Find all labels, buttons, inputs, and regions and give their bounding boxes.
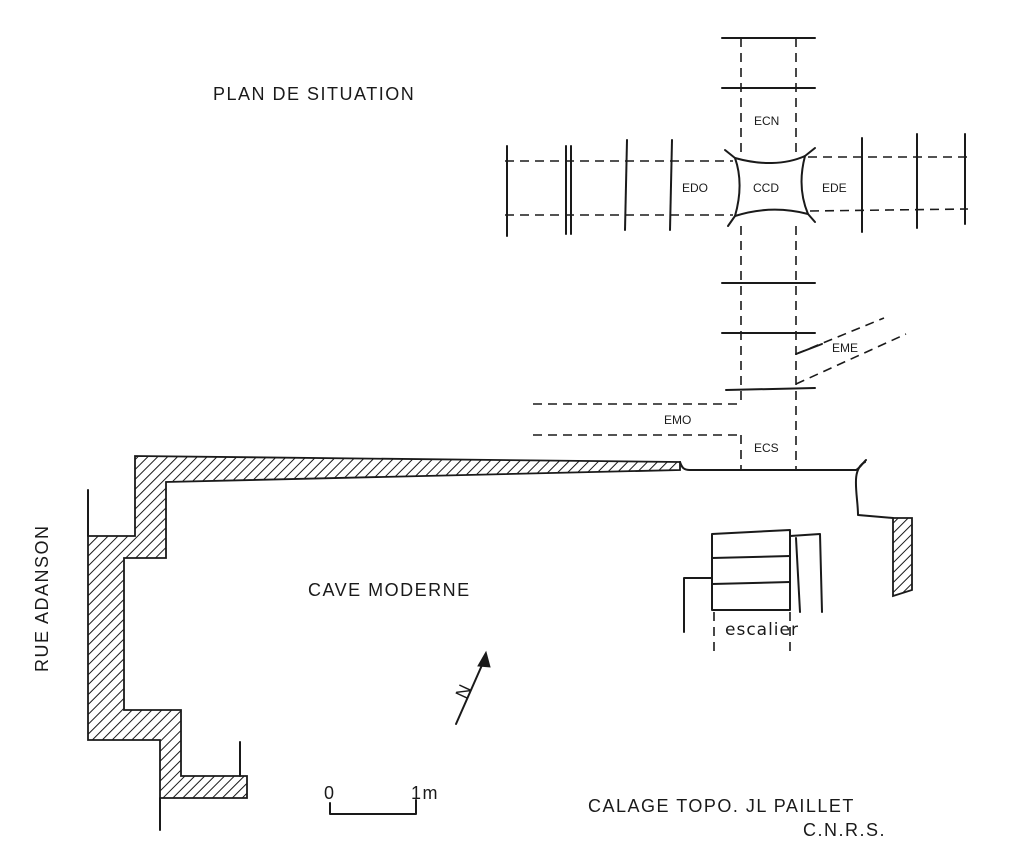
stair-label: escalier [725,620,799,640]
ccd-corner-3 [727,215,736,227]
north-arrow-letter: N [451,680,475,702]
hatched-wall-right [892,517,913,598]
zone-label-eme: EME [832,341,858,355]
excavation-south-line [679,459,867,471]
edo-cap-5 [669,139,673,231]
ccd-corner-1 [724,149,736,159]
plan-title: PLAN DE SITUATION [213,84,415,104]
credit-line-1: CALAGE TOPO. JL PAILLET [588,796,855,816]
ccd-corner-4 [807,213,816,223]
zone-label-ede: EDE [822,181,847,195]
cellar-label: CAVE MODERNE [308,580,471,600]
staircase [683,529,823,652]
eme-cap [795,343,823,355]
hatched-wall [87,455,681,799]
zone-label-edo: EDO [682,181,708,195]
credit-line-2: C.N.R.S. [803,820,886,840]
north-arrow [455,650,491,725]
ccd-corner-2 [804,147,816,157]
scale-label-zero: 0 [324,783,336,803]
zone-label-emo: EMO [664,413,691,427]
zone-label-ccd: CCD [753,181,779,195]
eme-lower-line [795,333,907,385]
wall-profile-right [854,461,894,519]
scale-label-one: 1m [411,783,439,803]
edo-cap-4 [624,139,628,231]
zone-label-ecn: ECN [754,114,779,128]
scale-bar [329,799,417,815]
south-cap-3 [725,387,816,391]
street-name: RUE ADANSON [32,524,52,672]
zone-label-ecs: ECS [754,441,779,455]
ede-bottom-dash [809,208,969,212]
